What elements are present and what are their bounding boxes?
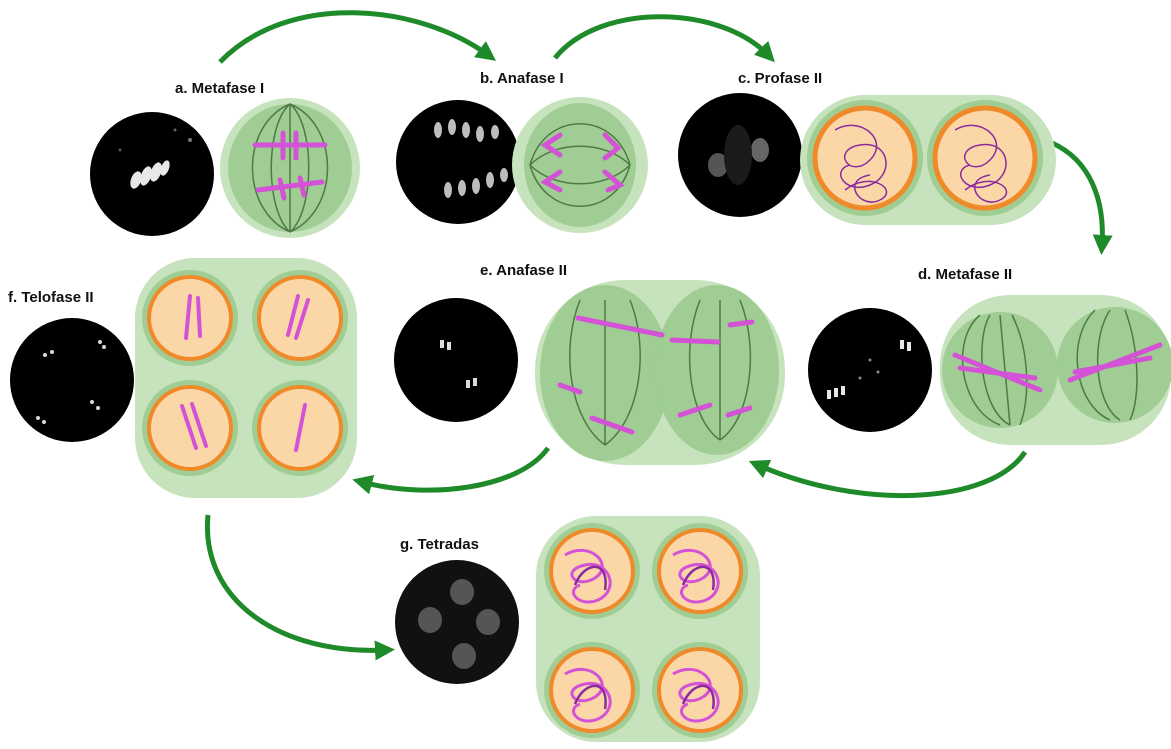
arrow-e-to-f [362, 448, 548, 490]
label-tetradas: g. Tetradas [400, 536, 479, 553]
micrograph-g [395, 560, 519, 684]
stage-b-anafase-i [396, 97, 648, 233]
cell-f [135, 258, 357, 498]
cell-g [536, 516, 760, 742]
cell-d [940, 295, 1171, 445]
micrograph-e [394, 298, 518, 422]
arrow-a-to-b [220, 13, 488, 62]
label-telofase-ii: f. Telofase II [8, 289, 94, 306]
label-profase-ii: c. Profase II [738, 70, 822, 87]
label-metafase-i: a. Metafase I [175, 80, 264, 97]
label-metafase-ii: d. Metafase II [918, 266, 1012, 283]
cell-b [512, 97, 648, 233]
micrograph-d [808, 308, 932, 432]
arrow-c-to-d [1052, 143, 1102, 245]
arrow-d-to-e [758, 452, 1025, 496]
micrograph-a [90, 112, 214, 236]
stage-d-metafase-ii [808, 295, 1171, 445]
arrow-f-to-g [207, 515, 385, 650]
stage-c-profase-ii [678, 93, 1056, 225]
label-anafase-ii: e. Anafase II [480, 262, 567, 279]
micrograph-f [10, 318, 134, 442]
cell-a [220, 98, 360, 238]
micrograph-c [678, 93, 802, 217]
arrow-b-to-c [555, 17, 768, 58]
cell-e [535, 280, 785, 465]
label-anafase-i: b. Anafase I [480, 70, 564, 87]
micrograph-b [396, 100, 520, 224]
stage-a-metafase-i [90, 98, 360, 238]
cell-c [800, 95, 1056, 225]
stage-e-anafase-ii [394, 280, 785, 465]
